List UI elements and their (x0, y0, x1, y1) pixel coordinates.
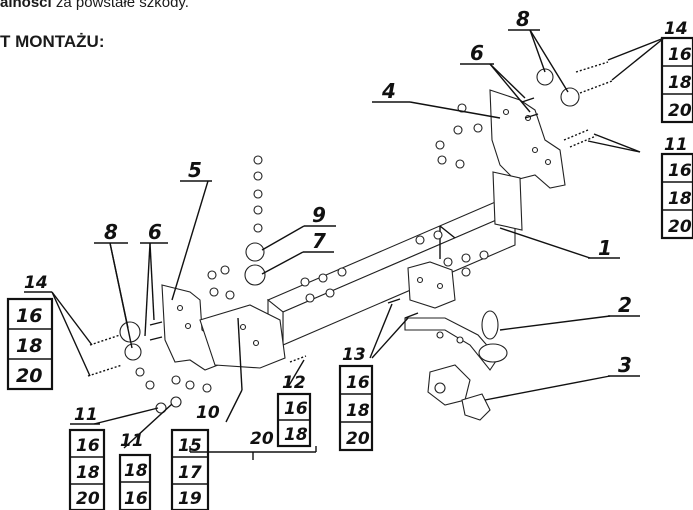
size-stack-part-12: 16 18 (284, 399, 308, 445)
size-cell: 18 (346, 401, 370, 421)
right-bracket (489, 89, 566, 231)
size-cell: 16 (668, 45, 692, 65)
label-part-11-right: 11 (664, 135, 688, 155)
left-bracket (161, 284, 286, 391)
header-section-title: T MONTAŻU: (0, 32, 105, 51)
size-cell: 20 (668, 217, 692, 237)
size-cell: 16 (76, 436, 100, 456)
bolts (87, 61, 613, 377)
label-part-6-left: 6 (148, 220, 162, 244)
label-part-1: 1 (598, 236, 612, 260)
label-part-7: 7 (312, 229, 326, 253)
size-cell: 17 (178, 463, 202, 483)
label-part-3: 3 (618, 353, 632, 377)
label-part-9: 9 (312, 203, 326, 227)
size-cell: 16 (346, 373, 370, 393)
size-cell: 18 (76, 463, 100, 483)
size-cell: 15 (178, 436, 202, 456)
size-stack-right-11: 16 18 20 (668, 161, 692, 237)
size-cell: 20 (346, 429, 370, 449)
label-part-8-right: 8 (516, 7, 530, 31)
size-cell: 18 (668, 189, 692, 209)
header-warning-line: alności za powstałe szkody. (0, 0, 189, 11)
label-part-12: 12 (282, 373, 306, 393)
label-part-11-mid: 11 (120, 431, 144, 451)
size-stack-part-10: 15 17 19 (178, 436, 202, 509)
size-cell: 19 (178, 489, 202, 509)
size-cell: 20 (76, 489, 100, 509)
leader-lines (24, 29, 665, 460)
size-stack-left-11: 16 18 20 (76, 436, 100, 509)
label-part-14-right: 14 (664, 19, 688, 39)
label-part-2: 2 (618, 293, 632, 317)
label-size-20-bottom: 20 (250, 429, 274, 449)
ball-mount (404, 310, 508, 421)
size-cell: 16 (16, 305, 42, 327)
size-cell: 18 (124, 461, 148, 481)
size-cell: 16 (124, 489, 148, 509)
label-part-14-left: 14 (24, 273, 48, 293)
size-cell: 18 (668, 73, 692, 93)
size-cell: 18 (284, 425, 308, 445)
label-part-13: 13 (342, 345, 366, 365)
size-boxes (6, 36, 693, 510)
part-labels: 1 2 3 4 5 6 6 7 8 8 9 10 11 11 11 12 13 … (24, 7, 688, 451)
header-warning-bold: alności (0, 0, 52, 11)
label-part-4: 4 (381, 79, 396, 103)
size-stack-part-13: 16 18 20 (346, 373, 370, 449)
size-cell: 20 (668, 101, 692, 121)
label-part-11-left: 11 (74, 405, 98, 425)
size-cell: 20 (16, 365, 42, 387)
size-cell: 18 (16, 335, 42, 357)
label-part-8-left: 8 (104, 220, 118, 244)
label-part-10: 10 (196, 403, 220, 423)
size-cell: 16 (284, 399, 308, 419)
hitch-plate (407, 261, 456, 309)
size-stack-left-14: 16 18 20 (16, 305, 42, 387)
header-warning-rest: za powstałe szkody. (51, 0, 189, 11)
size-stack-mid-11: 18 16 (124, 461, 148, 509)
label-part-6-right: 6 (470, 41, 484, 65)
fastener-group (119, 68, 580, 414)
size-cell: 16 (668, 161, 692, 181)
label-part-5: 5 (188, 158, 202, 182)
size-stack-right-14: 16 18 20 (668, 45, 692, 121)
cross-beam (266, 199, 517, 347)
